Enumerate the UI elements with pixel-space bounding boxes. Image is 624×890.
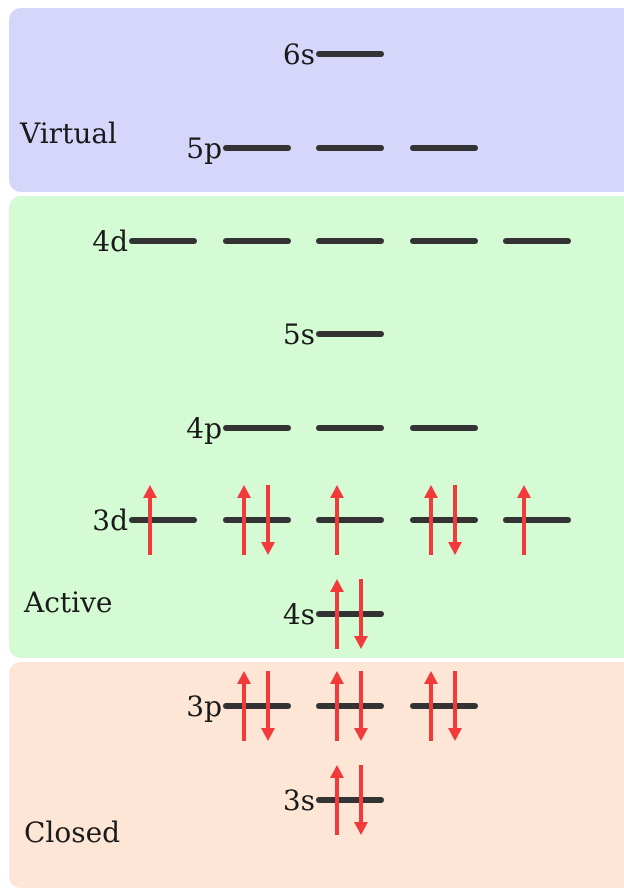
region-virtual-box [9, 8, 624, 192]
orbital-3p-2-arrow-down-icon [354, 671, 368, 741]
orbital-4p-label: 4p [186, 412, 222, 445]
orbital-3p-3-arrow-down-icon [448, 671, 462, 741]
region-active-label: Active [23, 586, 113, 619]
orbital-4d: 4d [92, 225, 571, 258]
orbital-3p-2-arrow-up-icon [330, 671, 344, 741]
region-closed-box [9, 662, 624, 888]
orbital-4d-label: 4d [92, 225, 128, 258]
orbital-3s: 3s [283, 765, 384, 835]
orbital-4p: 4p [186, 412, 478, 445]
orbital-4s-1-arrow-down-icon [354, 579, 368, 649]
orbital-3d-1-arrow-up-icon [143, 485, 157, 555]
orbital-3d: 3d [92, 485, 571, 555]
orbital-3d-5-arrow-up-icon [517, 485, 531, 555]
orbital-5s-label: 5s [283, 318, 315, 351]
orbital-3s-1-arrow-down-icon [354, 765, 368, 835]
region-virtual-label: Virtual [19, 117, 117, 150]
orbital-3d-4-arrow-up-icon [424, 485, 438, 555]
orbital-3d-2-arrow-down-icon [261, 485, 275, 555]
orbital-3d-2-arrow-up-icon [237, 485, 251, 555]
region-closed: Closed [9, 662, 624, 888]
levels-layer: 6s 5p 4d 5s 4p 3d 4s 3p 3s [92, 38, 571, 835]
orbital-3s-label: 3s [283, 784, 315, 817]
region-closed-label: Closed [24, 816, 120, 849]
orbital-3d-4-arrow-down-icon [448, 485, 462, 555]
orbital-5p: 5p [186, 132, 478, 165]
orbital-3d-label: 3d [92, 504, 128, 537]
orbital-3s-1-arrow-up-icon [330, 765, 344, 835]
region-virtual: Virtual [9, 8, 624, 192]
orbital-4s-label: 4s [283, 598, 315, 631]
orbital-6s: 6s [283, 38, 384, 71]
orbital-5p-label: 5p [186, 132, 222, 165]
orbital-3p-1-arrow-down-icon [261, 671, 275, 741]
orbital-5s: 5s [283, 318, 384, 351]
orbital-3p-1-arrow-up-icon [237, 671, 251, 741]
orbital-3p: 3p [186, 671, 478, 741]
orbital-3d-3-arrow-up-icon [330, 485, 344, 555]
orbital-6s-label: 6s [283, 38, 315, 71]
orbital-3p-label: 3p [186, 690, 222, 723]
orbital-4s-1-arrow-up-icon [330, 579, 344, 649]
orbital-4s: 4s [283, 579, 384, 649]
orbital-3p-3-arrow-up-icon [424, 671, 438, 741]
